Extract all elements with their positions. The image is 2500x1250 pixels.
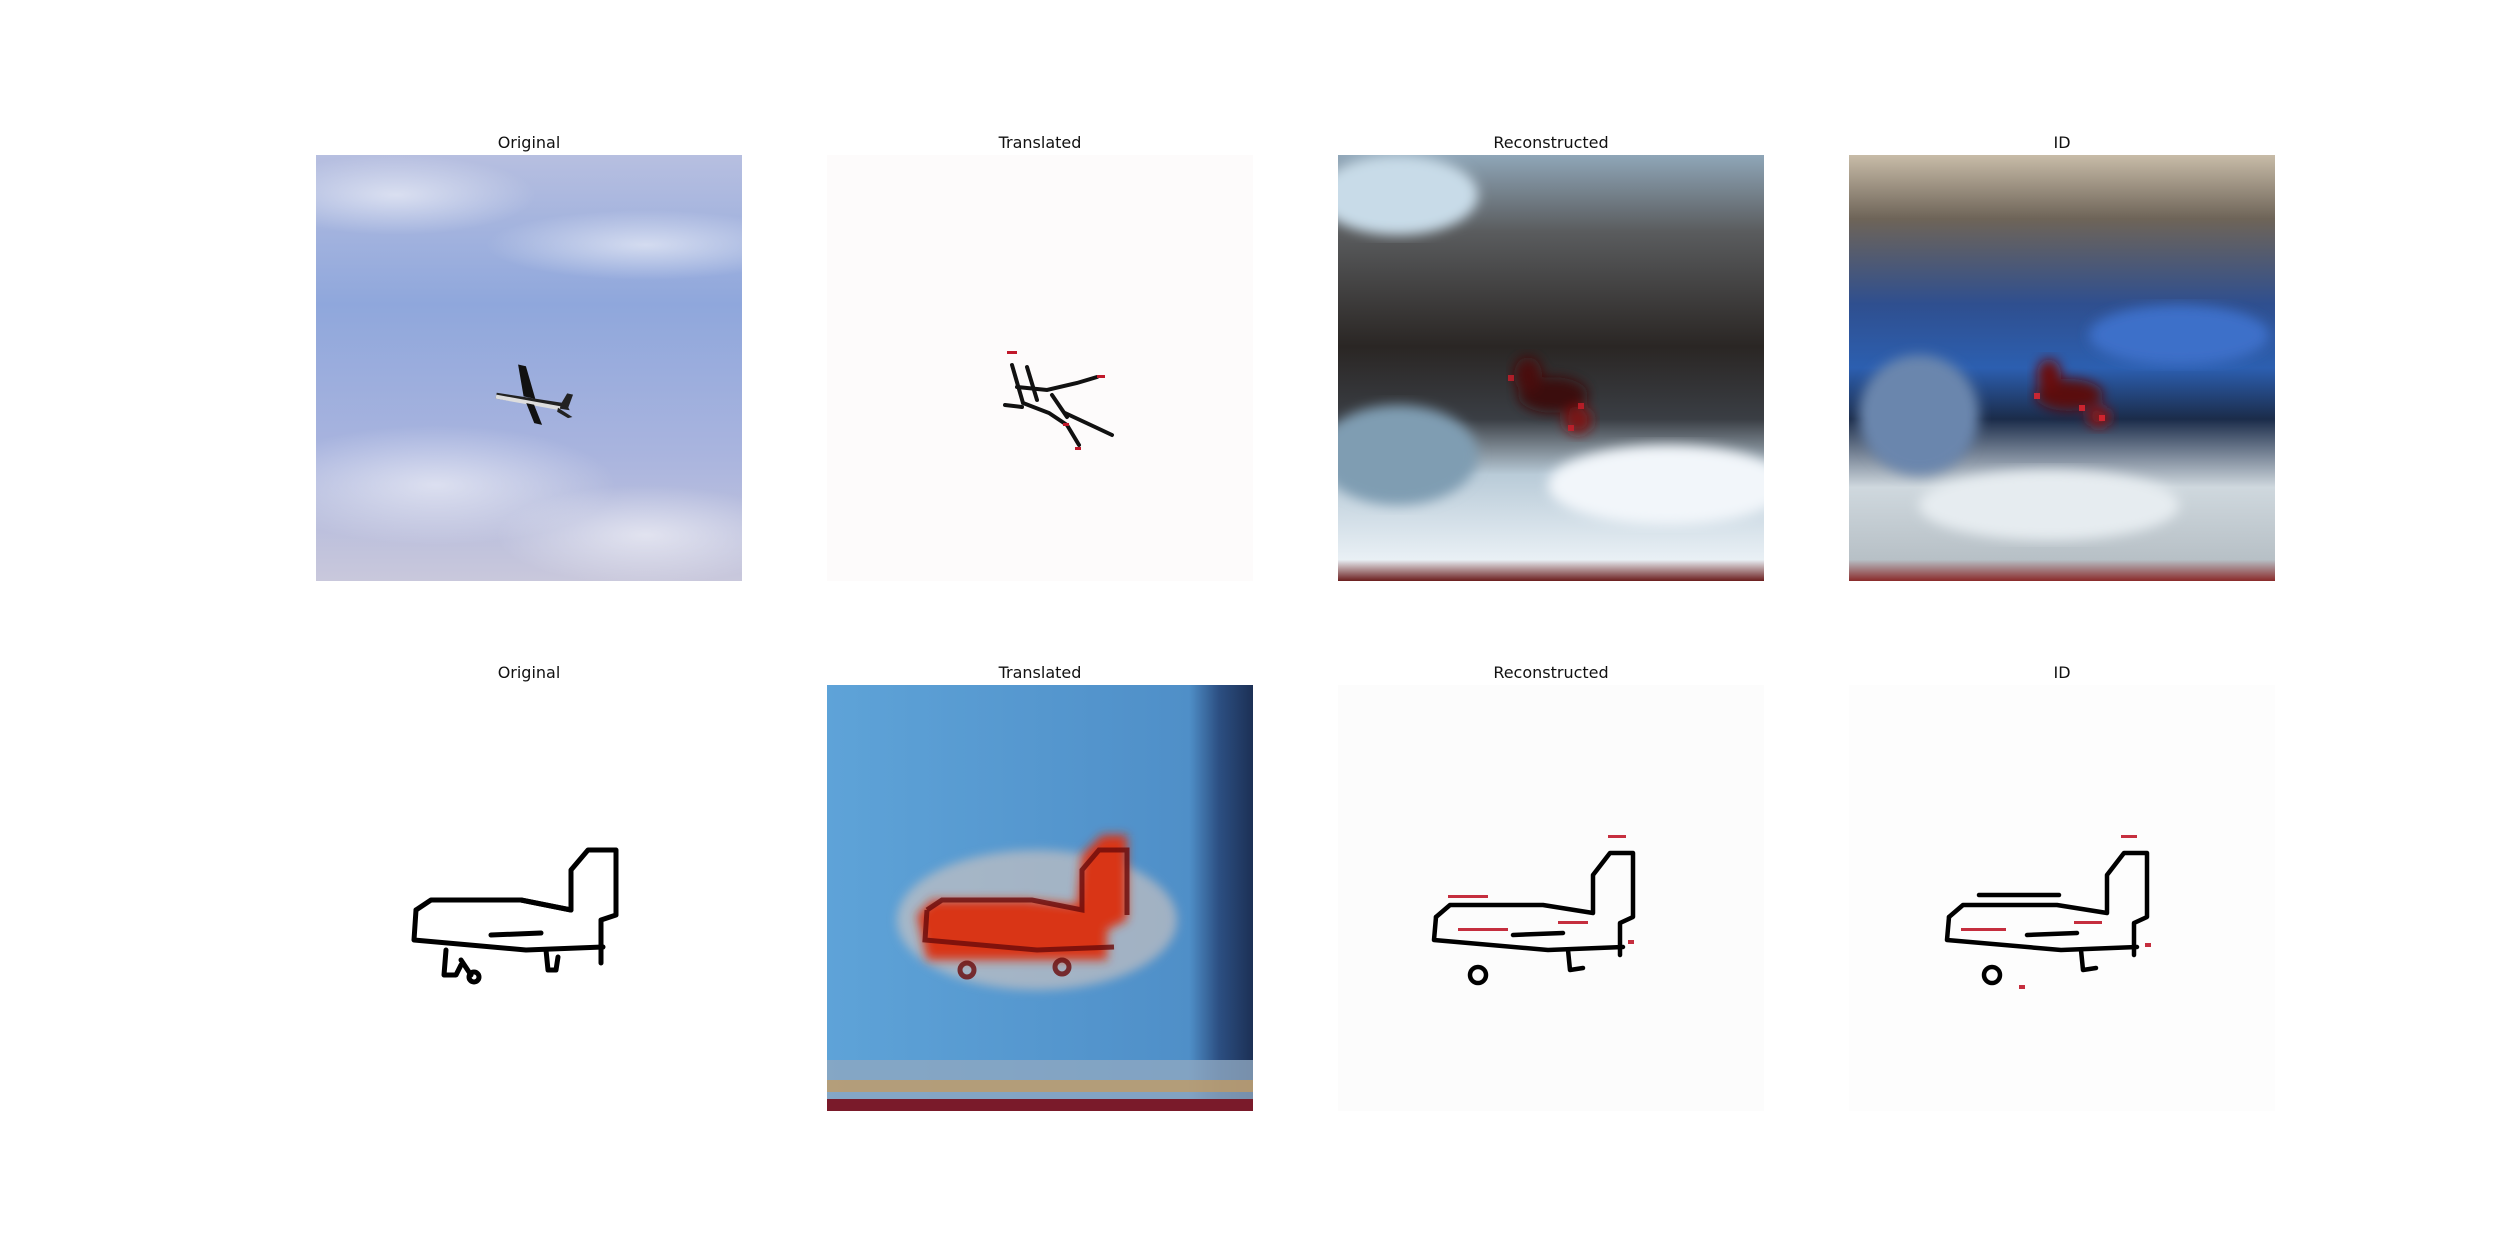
reconstructed-sketch-image bbox=[1338, 685, 1764, 1111]
translated-sketch-image bbox=[827, 155, 1253, 581]
panel-title: ID bbox=[2053, 663, 2071, 682]
id-airplane-sketch bbox=[1944, 850, 2150, 986]
panel-title: Reconstructed bbox=[1493, 663, 1609, 682]
panel-title: Reconstructed bbox=[1493, 133, 1609, 152]
sketch-artifacts bbox=[1961, 835, 2151, 989]
panel-title: ID bbox=[2053, 133, 2071, 152]
original-sketch-image bbox=[316, 685, 742, 1111]
reconstructed-photo-image bbox=[1338, 155, 1764, 581]
panel-title: Translated bbox=[998, 663, 1082, 682]
panel-title: Original bbox=[497, 133, 561, 152]
translated-airplane-sketch bbox=[1003, 363, 1114, 447]
translated-airplane-photo bbox=[917, 835, 1127, 960]
panel-title: Translated bbox=[998, 133, 1082, 152]
reconstructed-airplane bbox=[1514, 357, 1592, 434]
sketch-artifacts bbox=[1448, 835, 1634, 944]
panel-title: Original bbox=[497, 663, 561, 682]
translated-photo-image bbox=[827, 685, 1253, 1111]
airplane-line-sketch bbox=[411, 847, 619, 985]
airplane-photo bbox=[495, 364, 574, 425]
sketch-artifacts bbox=[1007, 351, 1105, 450]
reconstructed-airplane-sketch bbox=[1431, 850, 1636, 986]
id-photo-image bbox=[1849, 155, 2275, 581]
id-sketch-image bbox=[1849, 685, 2275, 1111]
original-photo-image bbox=[316, 155, 742, 581]
